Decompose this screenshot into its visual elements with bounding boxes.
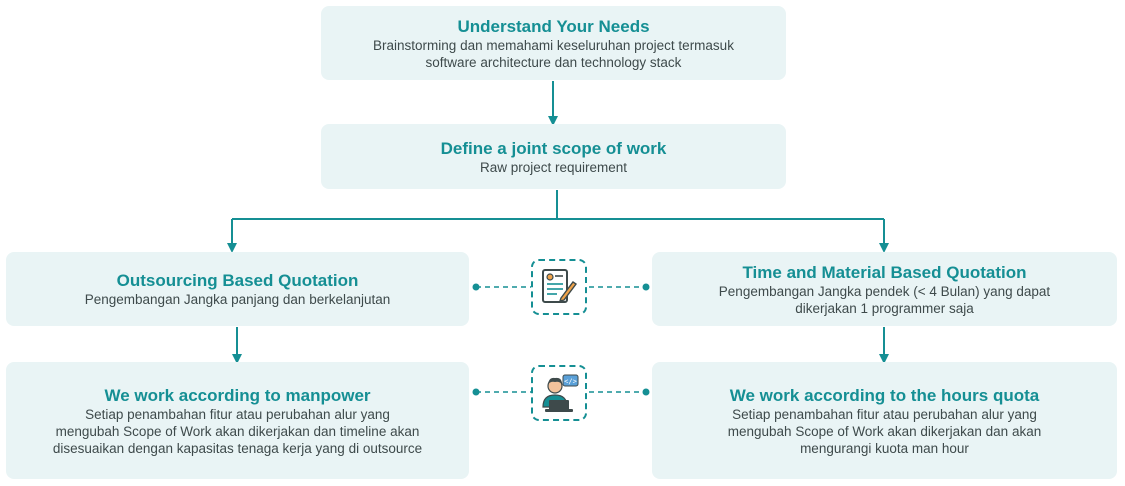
step-title: We work according to manpower xyxy=(104,385,371,405)
step-title: Time and Material Based Quotation xyxy=(742,262,1027,282)
step-description-line: Pengembangan Jangka pendek (< 4 Bulan) y… xyxy=(718,283,1051,299)
step-outsourcing-quotation: Outsourcing Based Quotation Pengembangan… xyxy=(6,252,469,326)
step-description-line: mengubah Scope of Work akan dikerjakan d… xyxy=(727,423,1042,439)
contract-document-icon xyxy=(531,259,587,315)
link-dot xyxy=(642,283,650,291)
svg-text:</>: </> xyxy=(564,378,577,386)
step-define-scope: Define a joint scope of work Raw project… xyxy=(321,124,786,189)
link-dot xyxy=(642,388,650,396)
link-dot xyxy=(472,283,480,291)
programmer-laptop-icon: </> xyxy=(531,365,587,421)
step-description-line: mengurangi kuota man hour xyxy=(800,440,969,456)
step-title: Define a joint scope of work xyxy=(440,138,667,158)
step-description-line: Raw project requirement xyxy=(479,159,628,175)
link-dot xyxy=(472,388,480,396)
step-hours-quota: We work according to the hours quota Set… xyxy=(652,362,1117,479)
step-description-line: Setiap penambahan fitur atau perubahan a… xyxy=(732,406,1037,422)
step-description-line: software architecture dan technology sta… xyxy=(425,54,682,70)
step-understand-needs: Understand Your Needs Brainstorming dan … xyxy=(321,6,786,80)
step-description-line: mengubah Scope of Work akan dikerjakan d… xyxy=(55,423,420,439)
step-title: We work according to the hours quota xyxy=(729,385,1040,405)
step-manpower: We work according to manpower Setiap pen… xyxy=(6,362,469,479)
step-description-line: dikerjakan 1 programmer saja xyxy=(795,300,974,316)
step-description-line: Pengembangan Jangka panjang dan berkelan… xyxy=(84,292,391,307)
step-title: Outsourcing Based Quotation xyxy=(116,271,359,290)
step-description-line: Brainstorming dan memahami keseluruhan p… xyxy=(373,37,734,53)
step-description-line: disesuaikan dengan kapasitas tenaga kerj… xyxy=(52,440,423,456)
step-title: Understand Your Needs xyxy=(457,16,650,36)
step-time-material-quotation: Time and Material Based Quotation Pengem… xyxy=(652,252,1117,326)
step-description-line: Setiap penambahan fitur atau perubahan a… xyxy=(85,406,390,422)
